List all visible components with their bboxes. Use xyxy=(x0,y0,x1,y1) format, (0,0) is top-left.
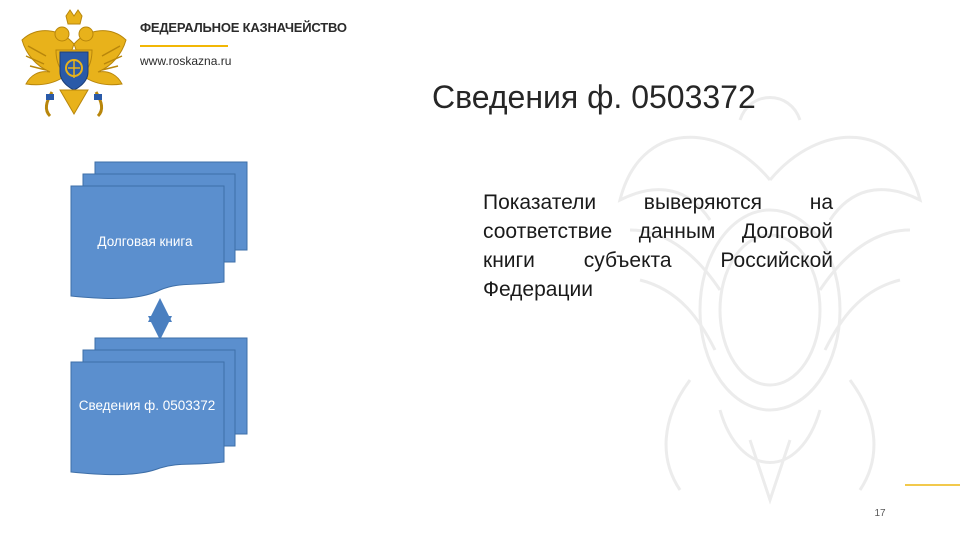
page-number: 17 xyxy=(874,508,886,519)
federal-treasury-emblem-icon xyxy=(21,9,127,118)
slide-title: Сведения ф. 0503372 xyxy=(432,79,756,116)
website-link[interactable]: www.roskazna.ru xyxy=(140,54,232,68)
slide-body-text: Показатели выверяются на соответствие да… xyxy=(483,191,833,301)
document-stack-dolgovaya-kniga xyxy=(70,161,248,299)
accent-line xyxy=(905,484,960,486)
document-stack-svedeniya xyxy=(70,337,248,476)
org-underline xyxy=(140,45,228,47)
eagle-watermark-icon xyxy=(617,96,923,505)
document-flow-diagram xyxy=(70,161,248,476)
doc-label-form-0503372: Сведения ф. 0503372 xyxy=(78,398,216,413)
doc-label-debt-book: Долговая книга xyxy=(97,234,193,249)
org-name: ФЕДЕРАЛЬНОЕ КАЗНАЧЕЙСТВО xyxy=(140,20,347,35)
